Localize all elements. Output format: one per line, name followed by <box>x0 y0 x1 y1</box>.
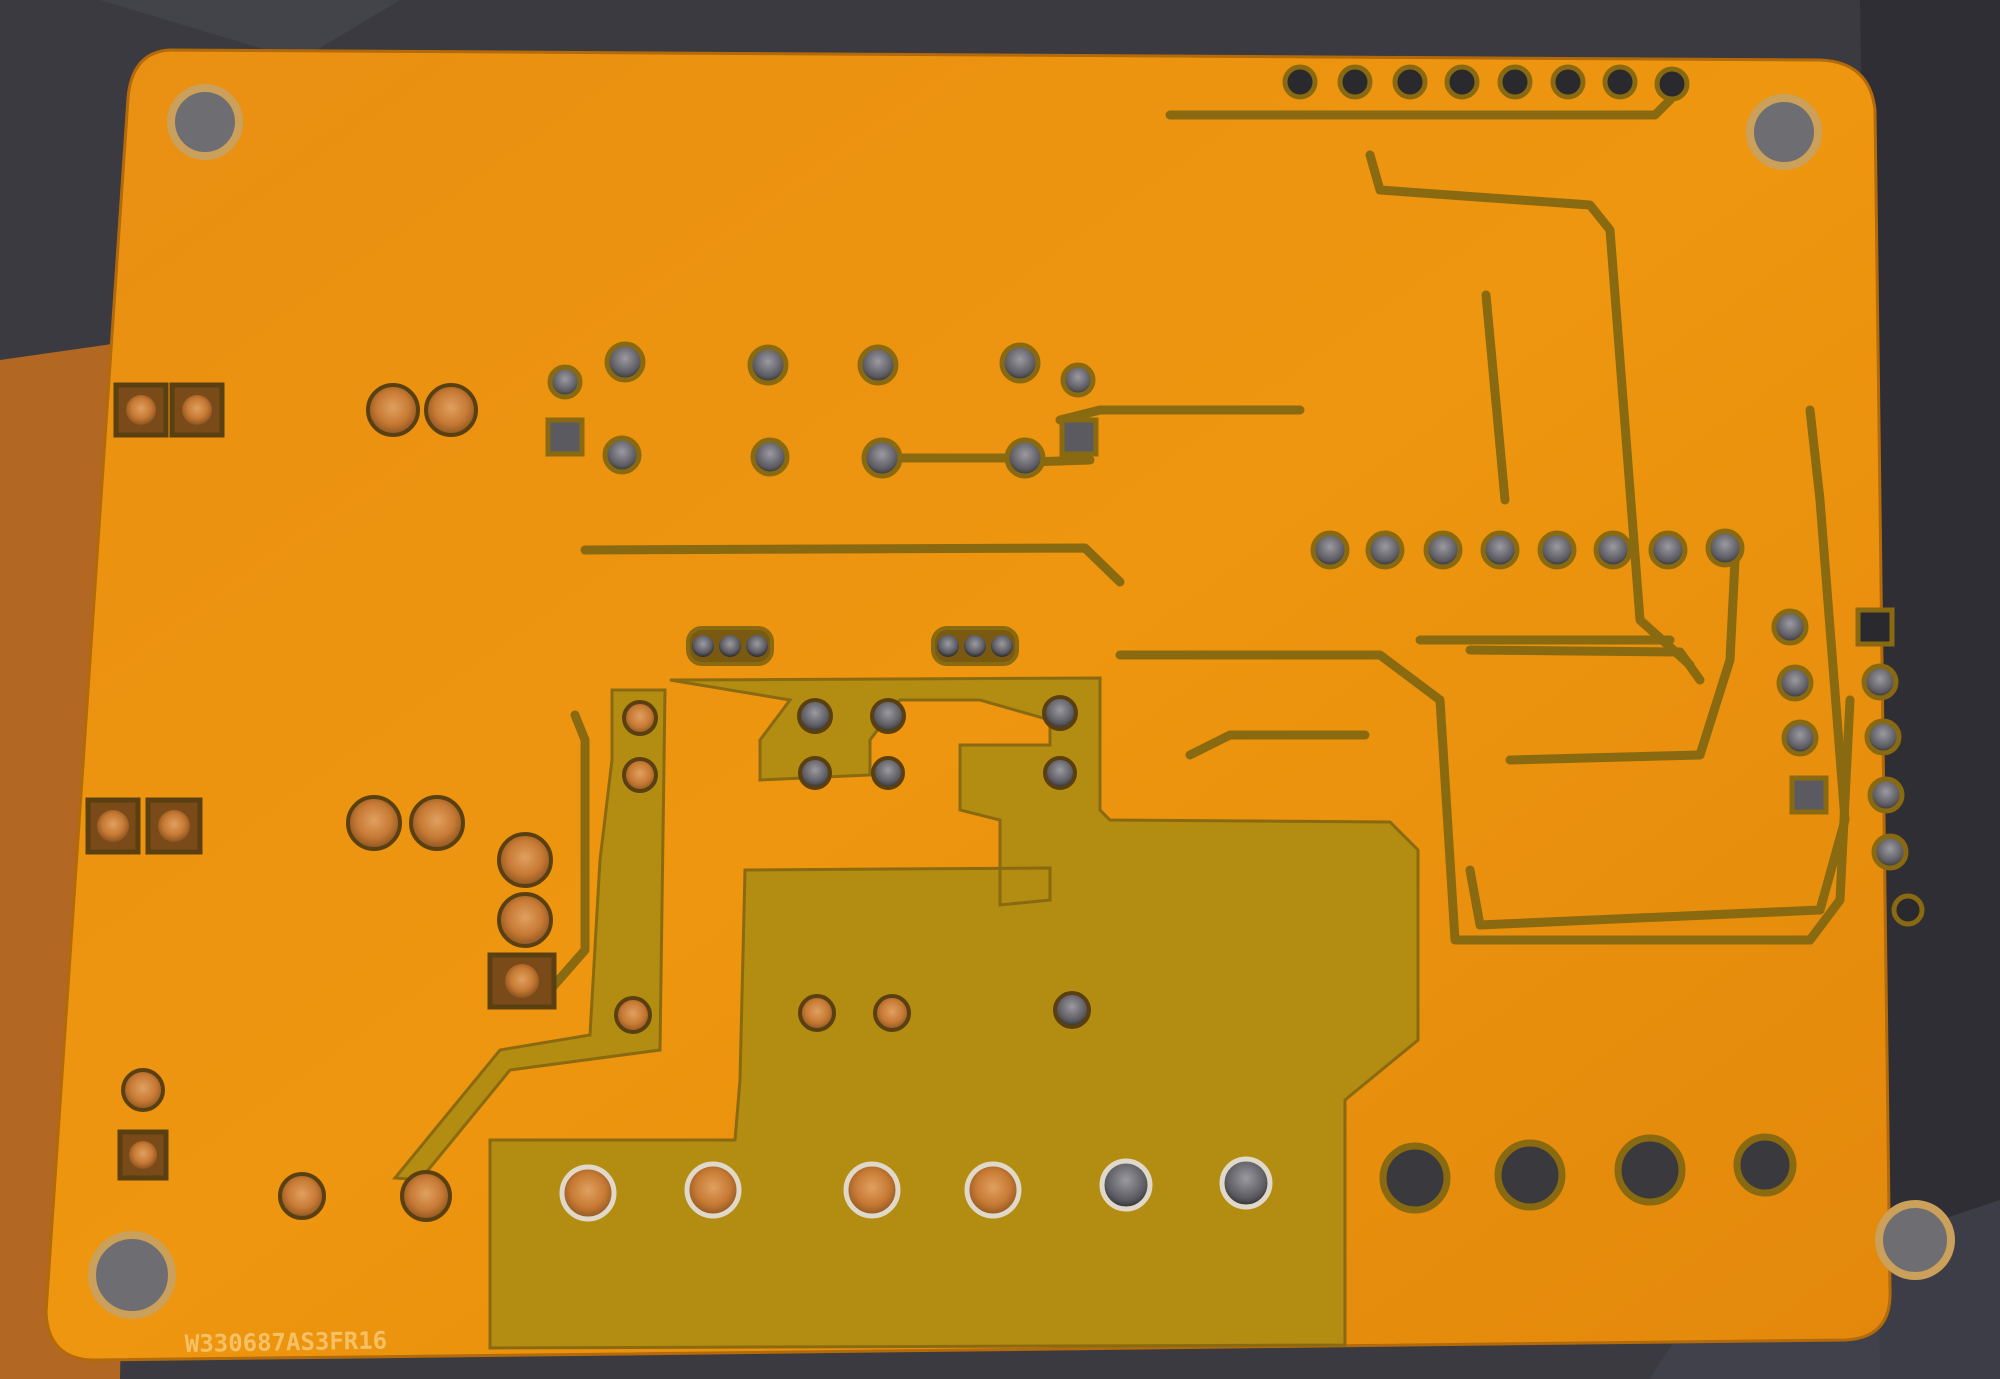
transistor-footprints <box>686 626 1019 666</box>
board-marking: W330687AS3FR16 <box>185 1326 388 1358</box>
header-pins-middle <box>1310 528 1745 570</box>
traces <box>520 75 1855 1000</box>
pcb-board <box>44 48 1892 1362</box>
header-pins-top <box>1282 64 1690 102</box>
copper-pads-left <box>85 382 557 1222</box>
mounting-hole <box>1875 1200 1955 1280</box>
copper-pads-center <box>614 695 1091 1034</box>
mounting-hole <box>167 84 243 160</box>
mounting-hole <box>1746 94 1822 170</box>
mounting-hole <box>88 1231 176 1319</box>
mounting-holes <box>88 84 1955 1319</box>
header-pins-right <box>1771 607 1925 927</box>
ic-pins-upper <box>545 341 1099 479</box>
terminal-pads-bottom <box>559 1133 1797 1222</box>
